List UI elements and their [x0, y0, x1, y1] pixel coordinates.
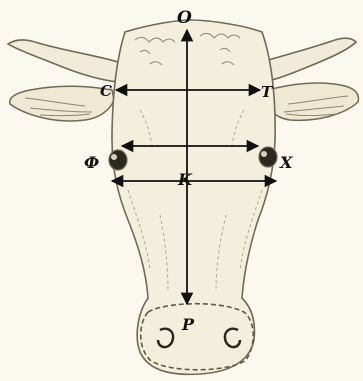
label-left-eye: Ф	[84, 153, 99, 172]
left-eye-highlight	[111, 154, 117, 160]
label-right-upper: T	[261, 83, 274, 101]
label-top: O	[177, 8, 192, 28]
right-ear	[266, 83, 358, 120]
label-left-upper: C	[100, 82, 112, 100]
label-center: K	[177, 170, 193, 189]
left-eye	[109, 150, 127, 170]
label-bottom: P	[181, 315, 195, 334]
right-horn	[262, 38, 356, 82]
left-horn	[8, 40, 118, 82]
right-eye-highlight	[261, 151, 267, 157]
label-right-eye: X	[279, 153, 293, 172]
right-eye	[259, 147, 277, 167]
